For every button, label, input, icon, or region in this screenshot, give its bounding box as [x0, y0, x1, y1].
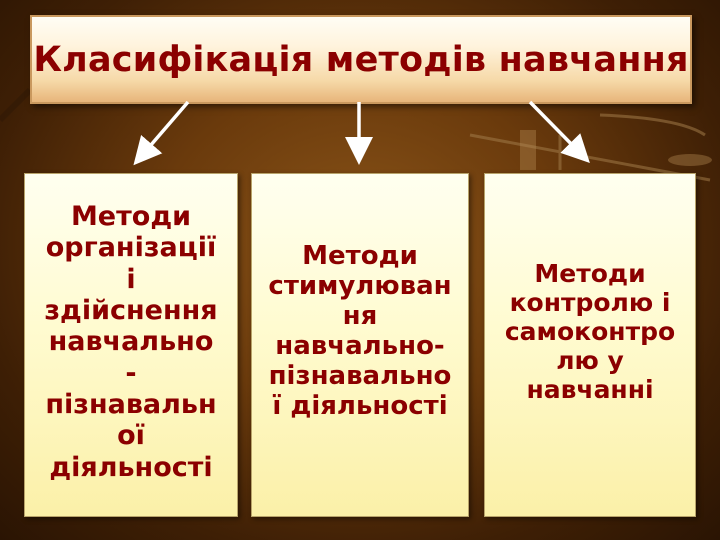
category-label: Методи стимулюван ня навчально- пізнавал…	[268, 240, 452, 422]
diagram-title: Класифікація методів навчання	[33, 39, 689, 80]
category-card-control: Методи контролю і самоконтро лю у навчан…	[484, 173, 696, 517]
category-label: Методи контролю і самоконтро лю у навчан…	[504, 258, 676, 404]
category-card-stimulation: Методи стимулюван ня навчально- пізнавал…	[251, 173, 469, 517]
category-label: Методи організації і здійснення навчальн…	[44, 201, 218, 483]
category-card-organization: Методи організації і здійснення навчальн…	[24, 173, 238, 517]
title-banner: Класифікація методів навчання	[30, 15, 692, 104]
